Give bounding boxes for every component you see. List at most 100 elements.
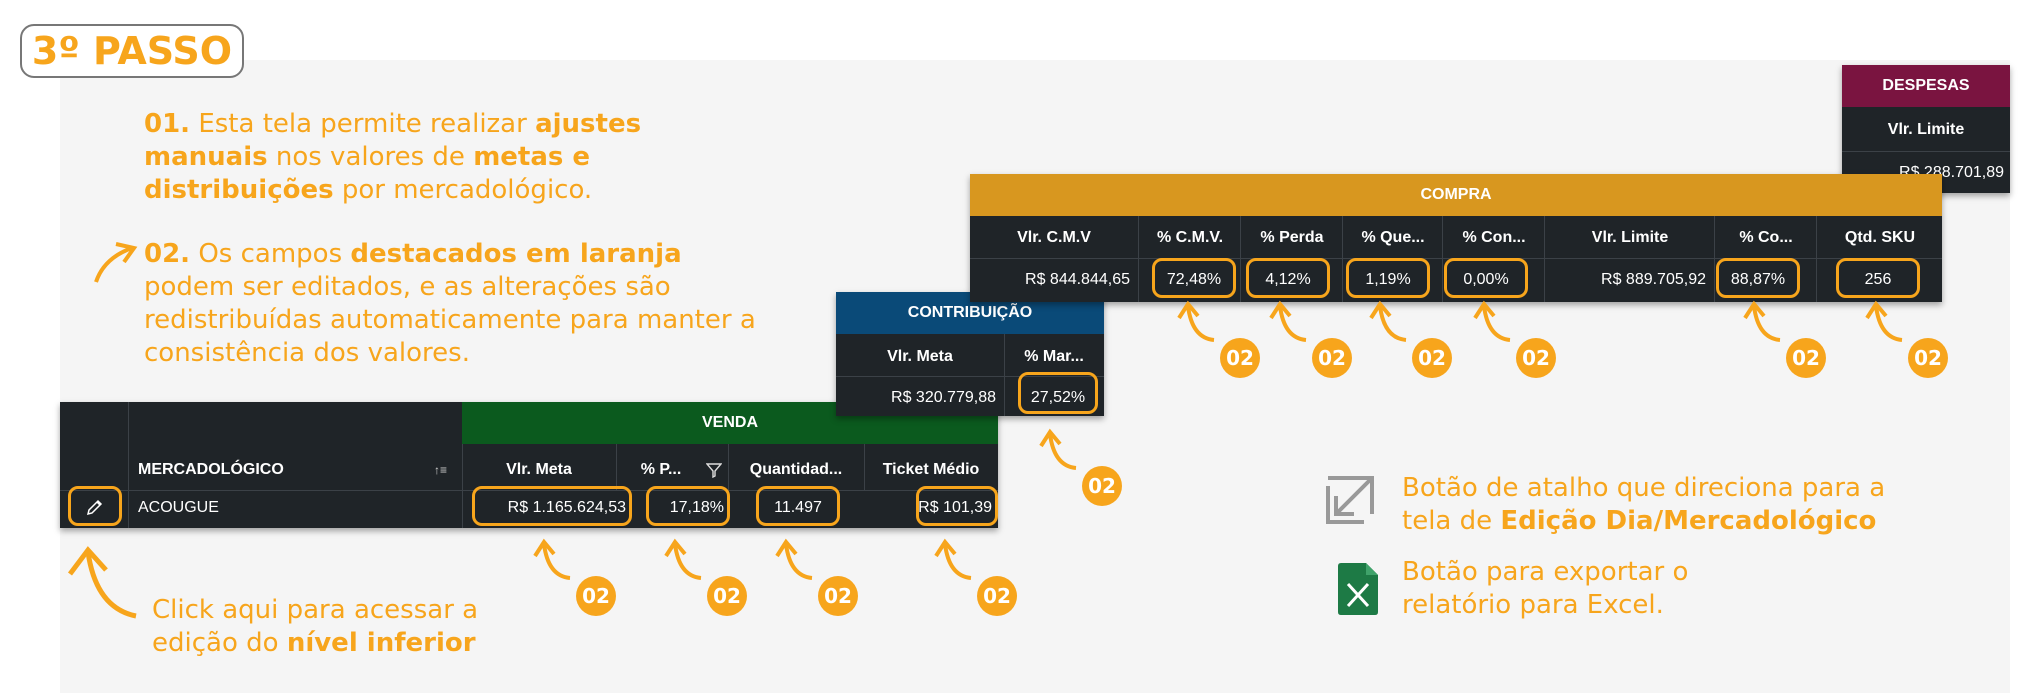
click-hint-text: Click aqui para acessar a edição do — [152, 595, 479, 658]
editable-field[interactable] — [756, 486, 840, 526]
instruction-01-text-b: nos valores de — [267, 142, 474, 172]
venda-ticket: R$ 101,39 — [918, 499, 992, 516]
compra-col-vlr-limite[interactable]: Vlr. Limite — [1591, 229, 1669, 246]
curved-arrow-icon — [1369, 300, 1407, 342]
click-hint: Click aqui para acessar a edição do níve… — [152, 594, 492, 660]
badge-02: 02 — [818, 576, 858, 616]
row-mercadologico: ACOUGUE — [138, 499, 219, 516]
compra-qtd-sku: 256 — [1864, 271, 1892, 288]
row-divider — [836, 376, 1104, 377]
column-divider — [1442, 216, 1443, 302]
editable-field[interactable] — [1346, 258, 1430, 298]
contribuicao-col-margem[interactable]: % Mar... — [1024, 348, 1084, 365]
compra-perda: 4,12% — [1265, 271, 1311, 288]
badge-02: 02 — [1908, 338, 1948, 378]
sort-icon[interactable]: ↑≡ — [434, 463, 448, 477]
compra-col-quebra[interactable]: % Que... — [1361, 229, 1425, 246]
shortcut-text: Botão de atalho que direciona para a tel… — [1402, 473, 1886, 536]
compra-group-header: COMPRA — [970, 174, 1942, 216]
venda-percent: 17,18% — [669, 499, 724, 516]
editable-field[interactable] — [1152, 258, 1236, 298]
venda-col-quantidade[interactable]: Quantidad... — [749, 461, 843, 478]
compra-col-consumo[interactable]: % Con... — [1462, 229, 1526, 246]
column-divider — [1816, 216, 1817, 302]
badge-02: 02 — [1312, 338, 1352, 378]
compra-col-vlr-cmv[interactable]: Vlr. C.M.V — [1017, 229, 1091, 246]
editable-field[interactable] — [472, 486, 632, 526]
editable-field[interactable] — [1716, 258, 1800, 298]
curved-arrow-icon — [94, 242, 138, 283]
compra-co: 88,87% — [1730, 271, 1786, 288]
instruction-02-text-a: Os campos — [190, 239, 351, 269]
click-hint-bold: nível inferior — [286, 628, 476, 658]
compra-vlr-cmv: R$ 844.844,65 — [1025, 271, 1130, 288]
column-divider — [728, 444, 729, 490]
venda-col-percent[interactable]: % P... — [640, 461, 682, 478]
compra-consumo: 0,00% — [1463, 271, 1509, 288]
venda-vlr-meta: R$ 1.165.624,53 — [507, 499, 626, 516]
venda-col-vlr-meta[interactable]: Vlr. Meta — [506, 461, 572, 478]
editable-field[interactable] — [1444, 258, 1528, 298]
badge-02: 02 — [1516, 338, 1556, 378]
compra-quebra: 1,19% — [1365, 271, 1411, 288]
editable-field[interactable] — [1018, 372, 1098, 414]
curved-arrow-icon — [1177, 300, 1215, 342]
venda-col-ticket[interactable]: Ticket Médio — [882, 461, 980, 478]
compra-col-co[interactable]: % Co... — [1739, 229, 1793, 246]
column-divider — [1138, 216, 1139, 302]
row-divider — [1842, 151, 2010, 152]
badge-02: 02 — [1786, 338, 1826, 378]
despesas-col-vlr-limite[interactable]: Vlr. Limite — [1887, 121, 1965, 138]
venda-table: VENDA MERCADOLÓGICO ↑≡ Vlr. Meta % P... … — [60, 402, 998, 528]
compra-table: COMPRA Vlr. C.M.V % C.M.V. % Perda % Que… — [970, 174, 1942, 302]
badge-02: 02 — [1412, 338, 1452, 378]
curved-arrow-icon — [533, 538, 571, 580]
curved-arrow-icon — [1743, 300, 1781, 342]
curved-arrow-icon — [664, 538, 702, 580]
curved-arrow-icon — [1865, 300, 1903, 342]
contribuicao-table: CONTRIBUIÇÃO Vlr. Meta % Mar... R$ 320.7… — [836, 292, 1104, 416]
curved-arrow-icon — [68, 546, 137, 619]
badge-02: 02 — [1220, 338, 1260, 378]
compra-col-cmv-percent[interactable]: % C.M.V. — [1156, 229, 1224, 246]
column-divider — [1240, 216, 1241, 302]
compra-vlr-limite: R$ 889.705,92 — [1601, 271, 1706, 288]
filter-icon[interactable] — [706, 462, 722, 478]
edit-button[interactable] — [68, 486, 122, 526]
column-divider — [864, 444, 865, 490]
contribuicao-col-vlr-meta[interactable]: Vlr. Meta — [887, 348, 953, 365]
curved-arrow-icon — [775, 538, 813, 580]
editable-field[interactable] — [916, 486, 998, 526]
contribuicao-vlr-meta: R$ 320.779,88 — [891, 389, 996, 406]
instruction-02-text-b: podem ser editados, e as alterações são … — [144, 272, 756, 368]
editable-field[interactable] — [646, 486, 730, 526]
excel-icon[interactable] — [1336, 562, 1380, 616]
despesas-group-header: DESPESAS — [1842, 65, 2010, 107]
editable-field[interactable] — [1836, 258, 1920, 298]
pencil-icon — [86, 499, 103, 516]
shortcut-arrow-icon[interactable] — [1322, 472, 1378, 528]
column-divider — [1544, 216, 1545, 302]
column-divider — [1004, 334, 1005, 416]
editable-field[interactable] — [1246, 258, 1330, 298]
column-divider — [616, 444, 617, 490]
instruction-01-text-c: por mercadológico. — [333, 175, 593, 205]
shortcut-description: Botão de atalho que direciona para a tel… — [1402, 472, 1902, 538]
column-divider — [462, 402, 463, 528]
instruction-01-bold-a: ajustes manuais — [144, 109, 642, 172]
venda-quantidade: 11.497 — [774, 499, 822, 516]
contribuicao-margem: 27,52% — [1030, 389, 1086, 406]
compra-col-qtd-sku[interactable]: Qtd. SKU — [1844, 229, 1916, 246]
instruction-01-text-a: Esta tela permite realizar — [190, 109, 536, 139]
compra-col-perda[interactable]: % Perda — [1260, 229, 1324, 246]
step-label: 3º PASSO — [20, 24, 244, 78]
mercadologico-header[interactable]: MERCADOLÓGICO — [138, 461, 284, 478]
instruction-01-bold-b: metas e distribuições — [144, 142, 591, 205]
column-divider — [128, 402, 129, 528]
excel-description: Botão para exportar o relatório para Exc… — [1402, 557, 1689, 620]
badge-02: 02 — [1082, 466, 1122, 506]
instruction-02-number: 02. — [144, 239, 191, 269]
badge-02: 02 — [576, 576, 616, 616]
curved-arrow-icon — [1039, 428, 1077, 470]
